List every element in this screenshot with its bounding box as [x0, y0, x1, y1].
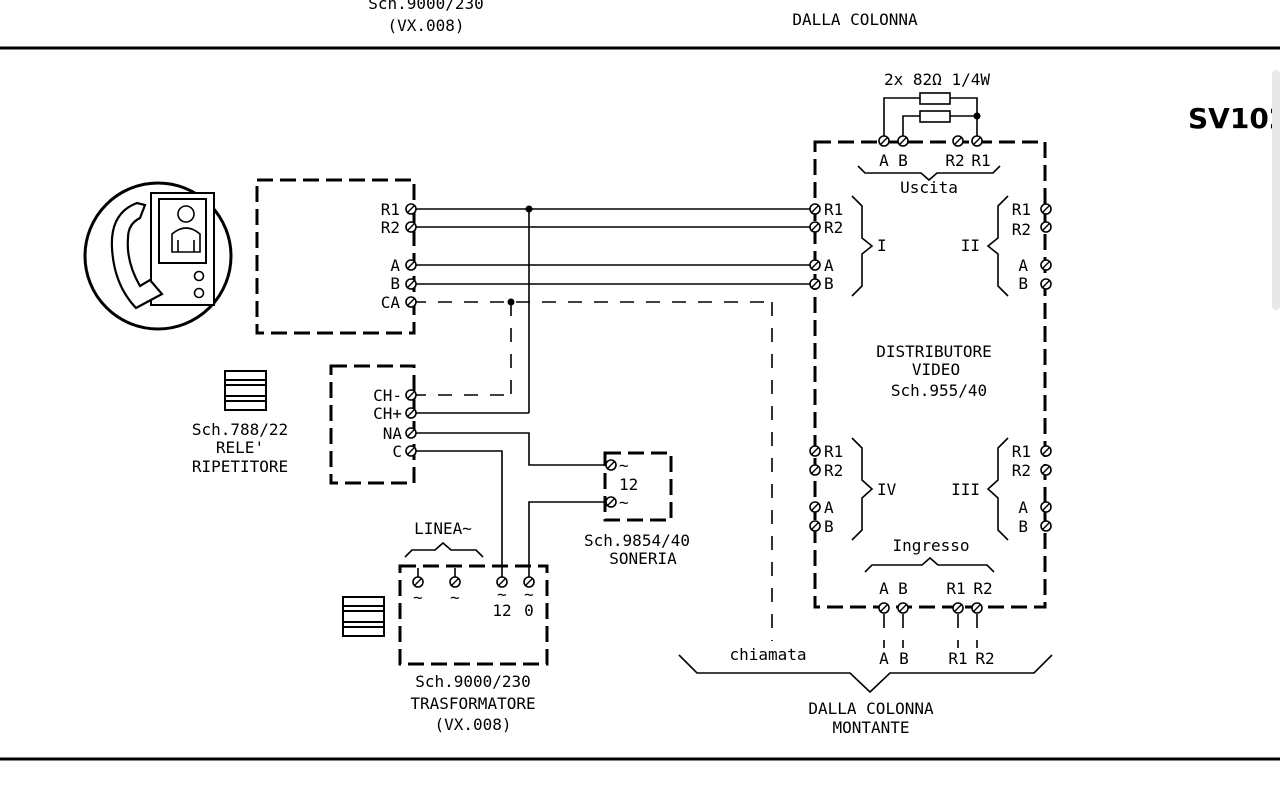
relay-terminal-c: C	[392, 442, 402, 461]
group-i-terminal-r2: R2	[824, 218, 843, 237]
group-ii-terminal-r2: R2	[1012, 220, 1031, 239]
group-ii-terminal-b: B	[1018, 274, 1028, 293]
output-terminal-r1: R1	[971, 151, 990, 170]
group-i-terminal-b: B	[824, 274, 834, 293]
monitor-terminal-ca: CA	[381, 293, 401, 312]
column-terminal-a: A	[879, 649, 889, 668]
group-iv-brace	[851, 437, 874, 541]
output-terminal-b: B	[898, 151, 908, 170]
group-iii-terminal-r2: R2	[1012, 461, 1031, 480]
transformer-line-label: LINEA~	[414, 519, 472, 538]
bell-box	[603, 451, 673, 522]
header-transformer-model: Sch.9000/230	[368, 0, 484, 13]
input-terminal-a: A	[879, 579, 889, 598]
transformer-terminal-4: ~	[524, 585, 534, 604]
input-brace	[864, 556, 995, 573]
transformer-value-12: 12	[492, 601, 511, 620]
riser-brace	[678, 654, 1053, 694]
column-terminal-b: B	[899, 649, 909, 668]
call-label: chiamata	[729, 645, 806, 664]
group-iv-terminal-a: A	[824, 498, 834, 517]
output-terminal-a: A	[879, 151, 889, 170]
distributor-label-model: Sch.955/40	[891, 381, 987, 400]
monitor-box	[255, 178, 416, 335]
header-transformer-code: (VX.008)	[387, 16, 464, 35]
bell-terminal-bottom: ~	[619, 493, 629, 512]
output-terminal-r2: R2	[945, 151, 964, 170]
group-i-label: I	[877, 236, 887, 255]
relay-terminal-ch-minus: CH-	[373, 386, 402, 405]
distributor-label-video: VIDEO	[912, 360, 960, 379]
group-i-brace	[851, 195, 874, 297]
transformer-icon	[342, 596, 385, 637]
page-code: SV102	[1188, 102, 1280, 135]
relay-terminal-na: NA	[383, 424, 403, 443]
group-iv-terminal-r1: R1	[824, 442, 843, 461]
output-label: Uscita	[900, 178, 958, 197]
vertical-scrollbar[interactable]	[1272, 70, 1280, 310]
group-ii-brace	[986, 195, 1009, 297]
resistor-label: 2x 82Ω 1/4W	[884, 70, 990, 89]
group-iii-terminal-b: B	[1018, 517, 1028, 536]
bell-value: 12	[619, 475, 638, 494]
riser-label-line1: DALLA COLONNA	[808, 699, 934, 718]
group-ii-label: II	[961, 236, 980, 255]
input-terminal-b: B	[898, 579, 908, 598]
relay-icon	[224, 370, 267, 411]
bell-label-model: Sch.9854/40	[584, 531, 690, 550]
group-iii-terminal-a: A	[1018, 498, 1028, 517]
input-terminal-r1: R1	[946, 579, 965, 598]
wire-bell-to-transformer	[528, 501, 611, 582]
bell-label-type: SONERIA	[609, 549, 677, 568]
bell-terminal-top: ~	[619, 456, 629, 475]
group-ii-terminal-r1: R1	[1012, 200, 1031, 219]
input-terminal-r2: R2	[973, 579, 992, 598]
transformer-label-type: TRASFORMATORE	[410, 694, 535, 713]
header-from-column: DALLA COLONNA	[792, 10, 918, 29]
riser-label-line2: MONTANTE	[832, 718, 909, 737]
group-iii-terminal-r1: R1	[1012, 442, 1031, 461]
relay-label-type: RELE'	[216, 438, 264, 457]
line-brace	[404, 541, 484, 558]
transformer-value-0: 0	[524, 601, 534, 620]
monitor-terminal-a: A	[390, 256, 400, 275]
transformer-label-code: (VX.008)	[434, 715, 511, 734]
monitor-terminal-r2: R2	[381, 218, 400, 237]
column-terminal-r2: R2	[975, 649, 994, 668]
transformer-terminal-2: ~	[450, 588, 460, 607]
group-iv-terminal-r2: R2	[824, 461, 843, 480]
distributor-box	[813, 140, 1047, 609]
input-label: Ingresso	[892, 536, 969, 555]
group-i-terminal-r1: R1	[824, 200, 843, 219]
column-terminal-r1: R1	[948, 649, 967, 668]
monitor-terminals: R1 R2 A B CA	[381, 200, 401, 312]
group-iv-terminal-b: B	[824, 517, 834, 536]
video-intercom-icon	[83, 181, 233, 331]
wire-na-to-bell	[412, 432, 611, 466]
relay-label-model: Sch.788/22	[192, 420, 288, 439]
output-brace	[857, 165, 1001, 182]
relay-box	[329, 364, 416, 485]
relay-terminal-ch-plus: CH+	[373, 404, 402, 423]
relay-label-function: RIPETITORE	[192, 457, 288, 476]
group-i-terminal-a: A	[824, 256, 834, 275]
monitor-terminal-b: B	[390, 274, 400, 293]
wire-c-to-transformer	[412, 450, 503, 582]
group-iii-label: III	[951, 480, 980, 499]
distributor-label-title: DISTRIBUTORE	[876, 342, 992, 361]
transformer-terminal-1: ~	[413, 588, 423, 607]
group-iv-label: IV	[877, 480, 897, 499]
group-iii-brace	[986, 437, 1009, 541]
resistors	[883, 92, 981, 141]
group-ii-terminal-a: A	[1018, 256, 1028, 275]
transformer-label-model: Sch.9000/230	[415, 672, 531, 691]
transformer-box	[398, 564, 549, 666]
transformer-terminal-3: ~	[497, 585, 507, 604]
monitor-terminal-r1: R1	[381, 200, 400, 219]
